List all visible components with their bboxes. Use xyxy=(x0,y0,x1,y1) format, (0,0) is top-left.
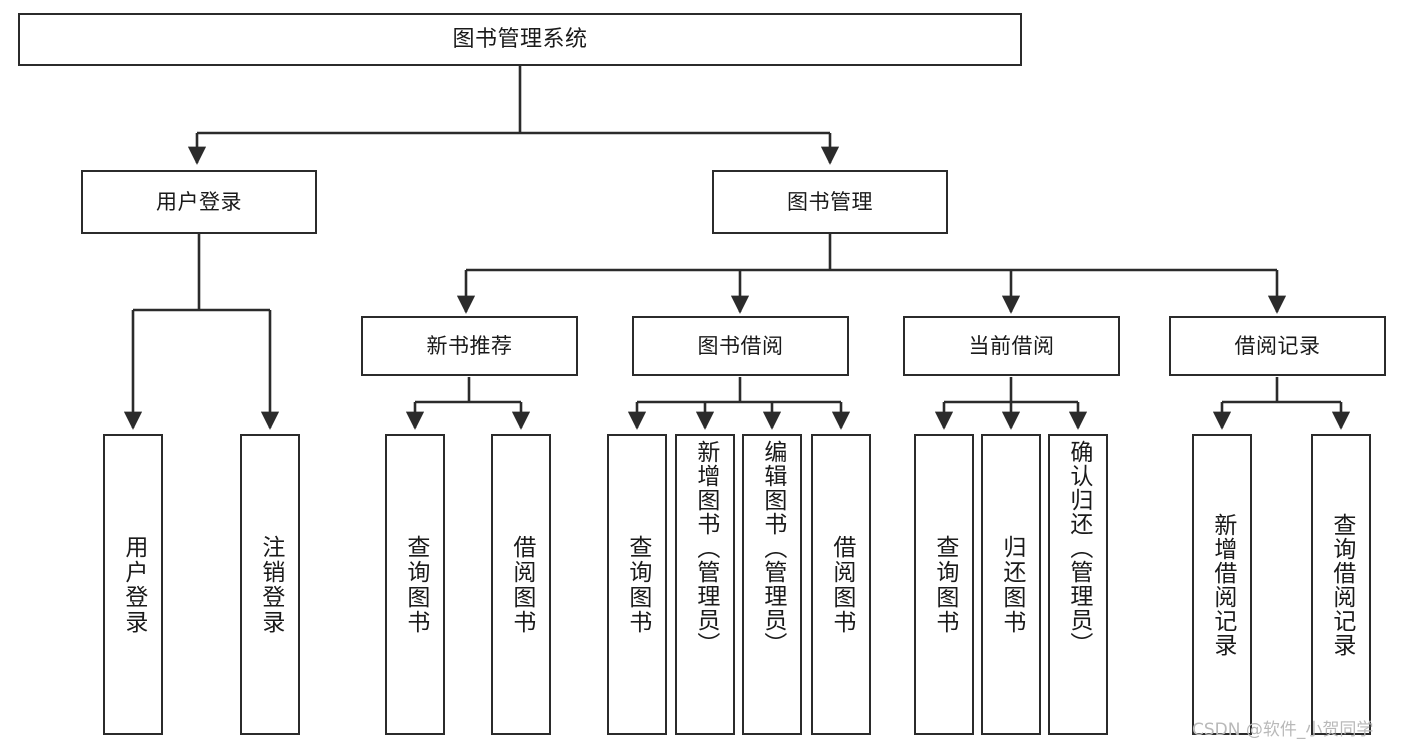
node-label: 图书管理 xyxy=(787,189,873,214)
node-label: 借阅记录 xyxy=(1234,333,1321,358)
node-current-borrow[interactable]: 当前借阅 xyxy=(903,316,1120,376)
node-label: 借阅图书 xyxy=(508,534,535,635)
leaf-edit-book-admin[interactable]: 编辑图书（管理员） xyxy=(742,434,802,735)
node-label: 查询图书 xyxy=(624,534,651,635)
leaf-add-borrow-record[interactable]: 新增借阅记录 xyxy=(1192,434,1252,735)
node-borrow-record[interactable]: 借阅记录 xyxy=(1169,316,1386,376)
leaf-query-book-1[interactable]: 查询图书 xyxy=(385,434,445,735)
node-label: 新增借阅记录 xyxy=(1209,512,1236,657)
leaf-add-book-admin[interactable]: 新增图书（管理员） xyxy=(675,434,735,735)
leaf-borrow-book-1[interactable]: 借阅图书 xyxy=(491,434,551,735)
node-label: 编辑图书（管理员） xyxy=(759,440,786,656)
node-label: 新书推荐 xyxy=(426,333,513,358)
node-label: 当前借阅 xyxy=(968,333,1055,358)
node-label: 用户登录 xyxy=(120,534,147,635)
node-label: 查询借阅记录 xyxy=(1328,512,1355,657)
leaf-user-login[interactable]: 用户登录 xyxy=(103,434,163,735)
node-new-book-recommend[interactable]: 新书推荐 xyxy=(361,316,578,376)
leaf-borrow-book-2[interactable]: 借阅图书 xyxy=(811,434,871,735)
node-label: 注销登录 xyxy=(257,534,284,635)
node-user-login[interactable]: 用户登录 xyxy=(81,170,317,234)
node-book-manage[interactable]: 图书管理 xyxy=(712,170,948,234)
node-book-borrow[interactable]: 图书借阅 xyxy=(632,316,849,376)
leaf-query-book-3[interactable]: 查询图书 xyxy=(914,434,974,735)
node-label: 图书借阅 xyxy=(697,333,784,358)
node-label: 确认归还（管理员） xyxy=(1065,440,1092,656)
node-label: 借阅图书 xyxy=(828,534,855,635)
node-label: 用户登录 xyxy=(156,189,242,214)
node-label: 查询图书 xyxy=(402,534,429,635)
leaf-query-borrow-record[interactable]: 查询借阅记录 xyxy=(1311,434,1371,735)
node-label: 图书管理系统 xyxy=(452,26,588,52)
leaf-query-book-2[interactable]: 查询图书 xyxy=(607,434,667,735)
node-label: 归还图书 xyxy=(998,534,1025,635)
node-label: 查询图书 xyxy=(931,534,958,635)
leaf-confirm-return-admin[interactable]: 确认归还（管理员） xyxy=(1048,434,1108,735)
watermark-text: CSDN @软件_小贺同学 xyxy=(1192,720,1374,740)
node-root-system[interactable]: 图书管理系统 xyxy=(18,13,1022,66)
node-label: 新增图书（管理员） xyxy=(692,440,719,656)
leaf-logout-login[interactable]: 注销登录 xyxy=(240,434,300,735)
leaf-return-book[interactable]: 归还图书 xyxy=(981,434,1041,735)
